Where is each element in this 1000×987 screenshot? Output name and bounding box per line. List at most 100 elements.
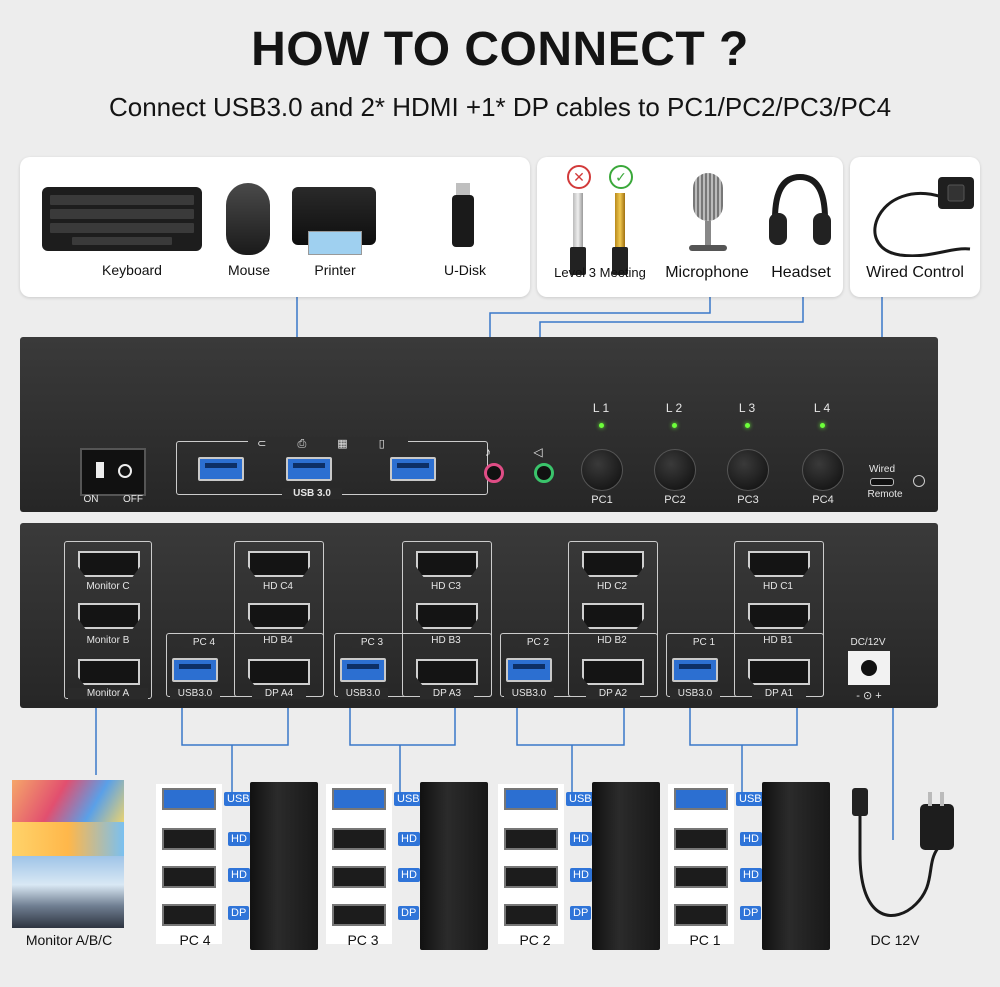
pc-label: PC 1 xyxy=(689,932,721,948)
pc2-port-panel xyxy=(498,784,564,944)
power-switch[interactable] xyxy=(80,448,146,496)
mic-jack[interactable] xyxy=(484,463,504,483)
pc2-switch-button[interactable] xyxy=(654,449,696,491)
dp-port[interactable] xyxy=(504,904,558,926)
hd-tag: HD xyxy=(398,868,420,882)
hdmi-port[interactable] xyxy=(748,603,810,629)
pc4-switch-button[interactable] xyxy=(802,449,844,491)
monitors-icon xyxy=(12,780,124,928)
hdmi-port[interactable] xyxy=(332,828,386,850)
remote-icon xyxy=(913,475,925,487)
wired-remote-icon xyxy=(860,167,980,258)
usb-port[interactable] xyxy=(172,658,218,682)
pc3-line xyxy=(349,700,456,746)
dp-port[interactable] xyxy=(248,659,310,685)
dc-jack[interactable] xyxy=(848,651,890,685)
hd-tag: HD xyxy=(740,868,762,882)
hdmi-port[interactable] xyxy=(416,603,478,629)
hdmi-port[interactable] xyxy=(248,551,310,577)
dp-port[interactable] xyxy=(332,904,386,926)
peripherals-card: Keyboard Mouse Printer U-Disk xyxy=(20,157,530,297)
hdmi-port[interactable] xyxy=(504,866,558,888)
usb-port-label: USB3.0 xyxy=(670,688,720,699)
led-label: L 4 xyxy=(813,401,831,415)
headset-jack[interactable] xyxy=(534,463,554,483)
pc1-line xyxy=(689,700,798,746)
usb-port[interactable] xyxy=(390,457,436,481)
dp-port[interactable] xyxy=(162,904,216,926)
usb-port[interactable] xyxy=(674,788,728,810)
headset-icon xyxy=(769,173,831,249)
hd-b-label: HD B4 xyxy=(263,635,293,646)
hdmi-port[interactable] xyxy=(582,603,644,629)
hdmi-port[interactable] xyxy=(674,828,728,850)
hdmi-port[interactable] xyxy=(582,551,644,577)
usb-port[interactable] xyxy=(286,457,332,481)
hdmi-port[interactable] xyxy=(78,603,140,629)
hdmi-port[interactable] xyxy=(748,551,810,577)
usb-port[interactable] xyxy=(332,788,386,810)
dp-port[interactable] xyxy=(78,659,140,685)
hd-c-label: HD C4 xyxy=(262,581,293,592)
hdmi-port[interactable] xyxy=(162,866,216,888)
mouse-label: Mouse xyxy=(227,262,271,278)
udisk-label: U-Disk xyxy=(444,262,486,278)
dp-port[interactable] xyxy=(674,904,728,926)
jack-icon xyxy=(612,193,628,275)
button-label: PC1 xyxy=(591,494,613,506)
button-label: PC4 xyxy=(812,494,834,506)
dp-port[interactable] xyxy=(748,659,810,685)
polarity-icon: - ⊙ + xyxy=(856,690,882,702)
usb-port-label: USB3.0 xyxy=(504,688,554,699)
level3-label: Level 3 Meeting xyxy=(554,265,646,280)
speaker-icon: ◁ xyxy=(533,445,543,459)
pc-group-label: PC 2 xyxy=(518,637,558,648)
hdmi-port[interactable] xyxy=(674,866,728,888)
cross-icon: ✕ xyxy=(567,165,591,189)
remote-port[interactable] xyxy=(870,478,894,486)
usb-tag: USB xyxy=(736,792,765,806)
button-label: PC2 xyxy=(664,494,686,506)
led-indicator xyxy=(599,423,604,428)
hd-b-label: HD B2 xyxy=(597,635,627,646)
pc-group-label: PC 1 xyxy=(684,637,724,648)
page-subtitle: Connect USB3.0 and 2* HDMI +1* DP cables… xyxy=(108,92,892,122)
hdmi-port[interactable] xyxy=(332,866,386,888)
usb-port[interactable] xyxy=(198,457,244,481)
hd-c-label: HD C1 xyxy=(762,581,793,592)
hdmi-port[interactable] xyxy=(78,551,140,577)
usb-port[interactable] xyxy=(504,788,558,810)
monitor-b-label: Monitor B xyxy=(86,635,130,646)
pc1-port-panel xyxy=(668,784,734,944)
usb-port[interactable] xyxy=(340,658,386,682)
pc1-switch-button[interactable] xyxy=(581,449,623,491)
dp-port[interactable] xyxy=(582,659,644,685)
check-icon: ✓ xyxy=(609,165,633,189)
pc3-switch-button[interactable] xyxy=(727,449,769,491)
hdmi-port[interactable] xyxy=(504,828,558,850)
hdmi-port[interactable] xyxy=(248,603,310,629)
usb-port[interactable] xyxy=(506,658,552,682)
hdmi-port[interactable] xyxy=(162,828,216,850)
usb-port[interactable] xyxy=(162,788,216,810)
dp-port[interactable] xyxy=(416,659,478,685)
hdmi-port[interactable] xyxy=(416,551,478,577)
dp-tag: DP xyxy=(398,906,420,920)
led-indicator xyxy=(745,423,750,428)
remote-label: Remote xyxy=(867,489,903,500)
usb-port-label: USB3.0 xyxy=(170,688,220,699)
power-adapter-icon xyxy=(846,784,956,929)
usb-port[interactable] xyxy=(672,658,718,682)
mouse-icon xyxy=(226,183,270,255)
hd-tag: HD xyxy=(740,832,762,846)
led-indicator xyxy=(820,423,825,428)
hd-b-label: HD B1 xyxy=(763,635,793,646)
keyboard-icon xyxy=(42,187,202,251)
usb-tag: USB xyxy=(566,792,595,806)
monitors-label: Monitor A/B/C xyxy=(25,932,113,948)
pc-tower-icon xyxy=(762,782,830,950)
pc-label: PC 4 xyxy=(179,932,211,948)
back-panel: Monitor C Monitor B Monitor A PC 4 HD C4… xyxy=(20,523,938,708)
usb-icons: ⊂ ⎙ ▦ ▯ xyxy=(248,437,408,451)
wired-label: Wired xyxy=(868,464,896,475)
